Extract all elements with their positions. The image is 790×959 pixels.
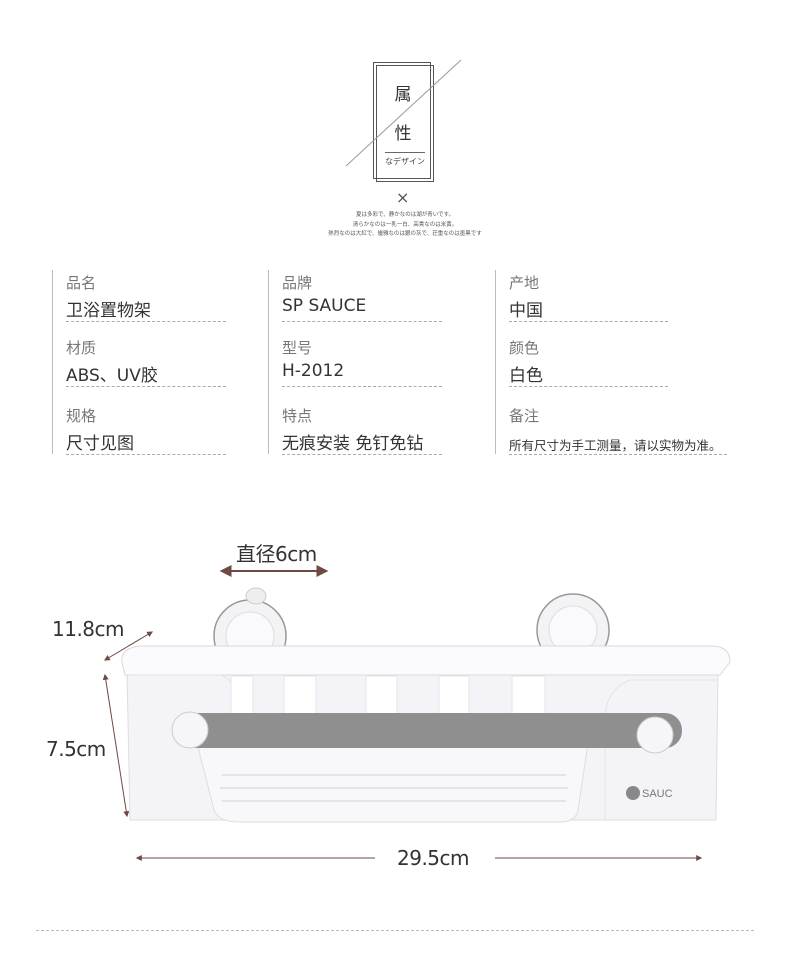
spec-dotted-divider <box>509 386 668 387</box>
depth-arrow <box>103 631 154 661</box>
depth-label: 11.8cm <box>52 617 125 641</box>
spec-value: 所有尺寸为手工测量，请以实物为准。 <box>509 438 722 453</box>
spec-label: 颜色 <box>509 339 540 357</box>
poem-line-2: 清らかなのは一乳一白、高貴なのは米黄。 <box>352 222 458 228</box>
poem-line-1: 夏は多彩で、静かなのは湖が青いです。 <box>355 212 455 218</box>
spec-value: 尺寸见图 <box>66 434 134 454</box>
height-arrow <box>102 673 130 818</box>
spec-dotted-divider <box>66 386 226 387</box>
height-label: 7.5cm <box>46 737 106 761</box>
diagonal-line <box>345 59 462 167</box>
cross-icon: × <box>396 188 410 207</box>
badge-char-2: 性 <box>394 124 412 144</box>
badge-subtitle: なデザイン <box>385 157 425 166</box>
spec-dotted-divider <box>66 454 226 455</box>
width-label: 29.5cm <box>397 846 470 870</box>
hanging-bar <box>172 713 682 748</box>
badge-divider <box>385 152 425 153</box>
brand-logo-text: SAUC <box>642 788 673 800</box>
spec-value: 卫浴置物架 <box>66 301 151 321</box>
column-divider <box>268 270 269 454</box>
bar-knob-left <box>171 711 209 749</box>
diameter-label: 直径6cm <box>236 542 317 566</box>
bar-knob-right <box>636 716 674 754</box>
spec-label: 产地 <box>509 274 540 292</box>
spec-dotted-divider <box>509 454 727 455</box>
column-divider <box>495 270 496 454</box>
brand-logo-icon <box>626 786 640 800</box>
title-badge-frame <box>376 65 434 182</box>
spec-value: ABS、UV胶 <box>66 366 158 386</box>
spec-dotted-divider <box>282 386 442 387</box>
spec-label: 材质 <box>66 339 97 357</box>
spec-dotted-divider <box>66 321 226 322</box>
product-image: SAUC <box>102 565 731 861</box>
spec-value: 无痕安装 免钉免钻 <box>282 434 424 454</box>
spec-label: 规格 <box>66 407 97 425</box>
spec-value: SP SAUCE <box>282 296 367 316</box>
spec-label: 特点 <box>282 407 313 425</box>
spec-label: 备注 <box>509 407 540 425</box>
column-divider <box>52 270 53 454</box>
title-badge-frame-inner <box>373 62 431 179</box>
spec-value: H-2012 <box>282 361 345 381</box>
spec-dotted-divider <box>509 321 668 322</box>
spec-value: 中国 <box>509 301 543 321</box>
spec-dotted-divider <box>282 321 442 322</box>
poem-line-3: 熱烈なのは大紅で、優雅なのは銀の灰で、荘重なのは墨黒です <box>328 231 482 237</box>
spec-dotted-divider <box>282 454 442 455</box>
spec-label: 品名 <box>66 274 97 292</box>
spec-label: 型号 <box>282 339 313 357</box>
spec-label: 品牌 <box>282 274 313 292</box>
badge-char-1: 属 <box>394 85 412 105</box>
spec-value: 白色 <box>509 366 543 386</box>
bottom-divider <box>36 930 754 931</box>
